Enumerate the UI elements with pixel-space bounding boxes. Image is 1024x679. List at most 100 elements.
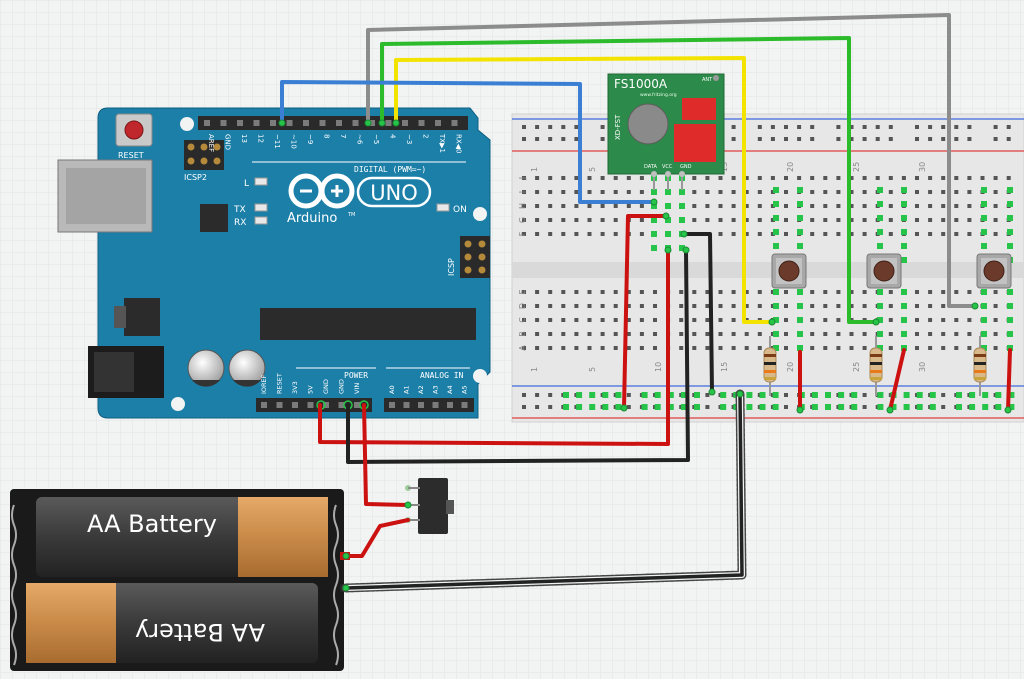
breadboard-hole <box>941 332 946 336</box>
connected-hole <box>797 201 803 207</box>
wire-blue-pin12[interactable] <box>280 80 656 204</box>
column-number-top: 1 <box>530 167 539 172</box>
breadboard-hole <box>836 346 841 350</box>
breadboard-hole <box>561 318 566 322</box>
breadboard-hole <box>993 332 998 336</box>
connected-hole <box>773 345 779 351</box>
wire-green-pin6[interactable] <box>380 36 878 324</box>
breadboard-hole <box>600 204 605 208</box>
column-number-bottom: 25 <box>852 362 861 372</box>
breadboard-hole <box>954 290 959 294</box>
switch-body[interactable] <box>418 478 448 534</box>
connected-rail-hole <box>851 392 858 398</box>
wire-red-vcc[interactable] <box>622 214 668 410</box>
breadboard-hole <box>705 190 710 194</box>
breadboard-rail-hole <box>888 125 893 129</box>
connected-hole <box>797 229 803 235</box>
switch-slider[interactable] <box>446 500 454 514</box>
breadboard-hole <box>849 218 854 222</box>
breadboard-hole <box>954 218 959 222</box>
breadboard-hole <box>915 290 919 294</box>
connected-hole <box>877 187 883 193</box>
connected-hole <box>901 289 907 295</box>
breadboard-hole <box>941 232 946 236</box>
breadboard-rail-hole <box>849 137 854 141</box>
connected-rail-hole <box>811 392 818 398</box>
breadboard-rail-hole <box>836 125 841 129</box>
connected-hole <box>981 229 987 235</box>
wire-red-vin[interactable] <box>362 403 410 507</box>
breadboard-hole <box>849 204 854 208</box>
breadboard-hole <box>967 190 972 194</box>
breadboard-rail-hole <box>626 393 631 397</box>
resistor-band <box>764 377 776 380</box>
icsp2-pin <box>213 143 221 151</box>
wire-red-jumper[interactable] <box>1006 348 1012 412</box>
battery-spring-left <box>11 504 17 666</box>
breadboard-rail-hole <box>875 125 880 129</box>
wire-gray-pin7[interactable] <box>366 13 977 308</box>
breadboard-hole <box>744 232 749 236</box>
breadboard-hole <box>823 346 828 350</box>
mount-hole <box>171 397 185 411</box>
push-button-cap <box>873 260 895 282</box>
digital-pin-label: TX▶1 <box>438 133 446 153</box>
breadboard-hole <box>522 332 526 336</box>
usb-chip <box>200 204 228 232</box>
led-l-label: L <box>244 179 249 189</box>
breadboard-rail-hole <box>784 393 788 397</box>
wire-red-5v[interactable] <box>318 248 670 446</box>
connected-rail-hole <box>916 404 923 410</box>
wire-black-gnd-top[interactable] <box>682 232 714 394</box>
microcontroller-chip <box>260 308 476 340</box>
wire-black-gnd[interactable] <box>346 248 690 464</box>
breadboard-hole <box>928 190 933 194</box>
voltage-regulator <box>124 298 160 336</box>
connected-hole <box>981 345 987 351</box>
breadboard-hole <box>888 290 893 294</box>
connected-rail-hole <box>615 404 622 410</box>
icsp-label: ICSP <box>447 258 456 276</box>
wire-black-battery[interactable] <box>344 392 744 590</box>
header-pin <box>354 402 360 408</box>
connected-rail-hole <box>654 392 661 398</box>
breadboard-hole <box>574 318 579 322</box>
breadboard-hole <box>600 218 605 222</box>
breadboard-hole <box>784 332 788 336</box>
column-number-bottom: 20 <box>786 362 795 372</box>
breadboard-hole <box>967 332 972 336</box>
breadboard-hole <box>770 332 775 336</box>
breadboard-rail-hole <box>757 137 762 141</box>
breadboard-hole <box>967 346 972 350</box>
connected-rail-hole <box>720 404 727 410</box>
breadboard-hole <box>574 332 579 336</box>
led-l <box>254 177 268 186</box>
breadboard-rail-hole <box>600 125 605 129</box>
breadboard-hole <box>626 332 631 336</box>
wire-endpoint <box>342 584 350 592</box>
wire-red-jumper[interactable] <box>888 348 906 412</box>
wire-red-switch-battery[interactable] <box>344 518 410 558</box>
breadboard-rail-hole <box>757 125 762 129</box>
breadboard-hole <box>1006 176 1011 180</box>
led-on <box>436 203 450 212</box>
breadboard-hole <box>718 290 723 294</box>
breadboard-hole <box>731 190 736 194</box>
analog-pin-label: A0 <box>388 385 396 394</box>
breadboard-hole <box>993 176 998 180</box>
digital-header-pins <box>204 120 458 126</box>
breadboard-hole <box>823 218 828 222</box>
reset-button-cap[interactable] <box>124 120 144 140</box>
connected-hole <box>901 257 907 263</box>
connected-hole <box>901 201 907 207</box>
transmitter-model: FS1000A <box>614 77 668 91</box>
connected-rail-hole <box>851 404 858 410</box>
infinity-right-loop <box>319 173 355 209</box>
column-number-bottom: 5 <box>588 367 597 372</box>
power-pin-label: 3V3 <box>291 381 299 394</box>
breadboard-hole <box>757 290 762 294</box>
connected-hole <box>797 243 803 249</box>
